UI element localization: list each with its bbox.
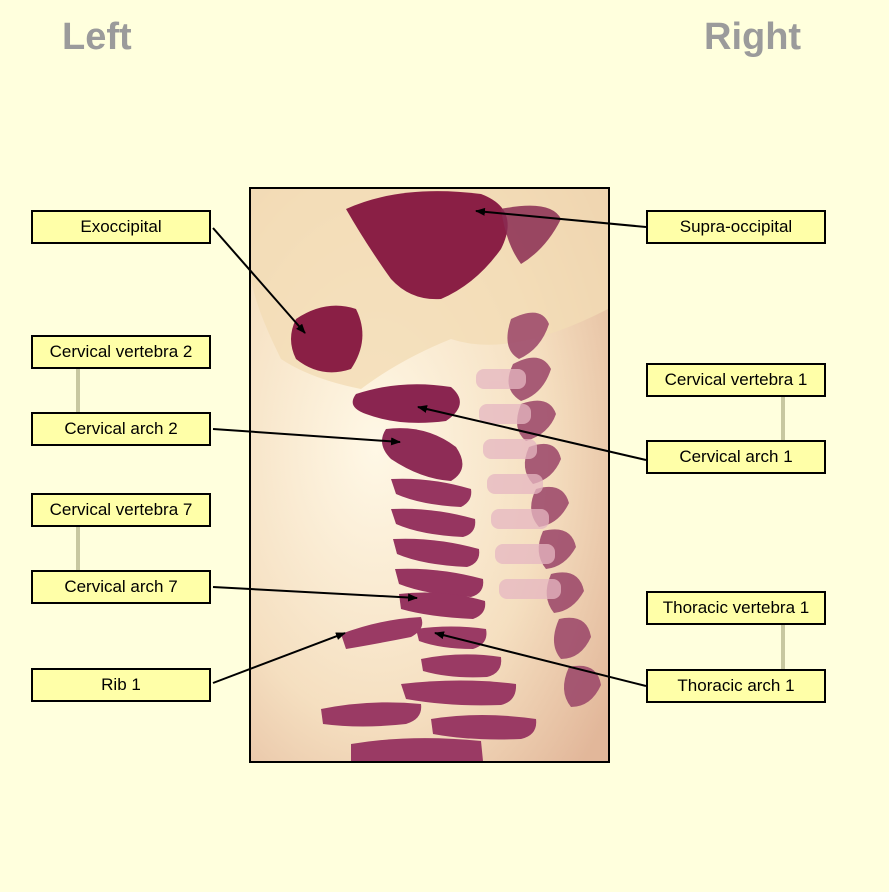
cervical-2-connector: [76, 369, 80, 412]
thoracic-vertebra-1-label: Thoracic vertebra 1: [646, 591, 826, 625]
thoracic-arch-1-label: Thoracic arch 1: [646, 669, 826, 703]
supra-occipital-label: Supra-occipital: [646, 210, 826, 244]
cervical-7-connector: [76, 527, 80, 570]
rib-1-label: Rib 1: [31, 668, 211, 702]
cervical-arch-2-label: Cervical arch 2: [31, 412, 211, 446]
cervical-vertebra-7-label: Cervical vertebra 7: [31, 493, 211, 527]
specimen-image: [249, 187, 610, 763]
cervical-vertebra-1-label: Cervical vertebra 1: [646, 363, 826, 397]
thoracic-1-connector: [781, 625, 785, 669]
cervical-vertebra-2-label: Cervical vertebra 2: [31, 335, 211, 369]
cervical-arch-1-label: Cervical arch 1: [646, 440, 826, 474]
right-heading: Right: [704, 16, 802, 58]
cervical-arch-7-label: Cervical arch 7: [31, 570, 211, 604]
cervical-1-connector: [781, 397, 785, 440]
specimen-drawing: [251, 189, 608, 761]
left-heading: Left: [62, 16, 132, 58]
exoccipital-label: Exoccipital: [31, 210, 211, 244]
